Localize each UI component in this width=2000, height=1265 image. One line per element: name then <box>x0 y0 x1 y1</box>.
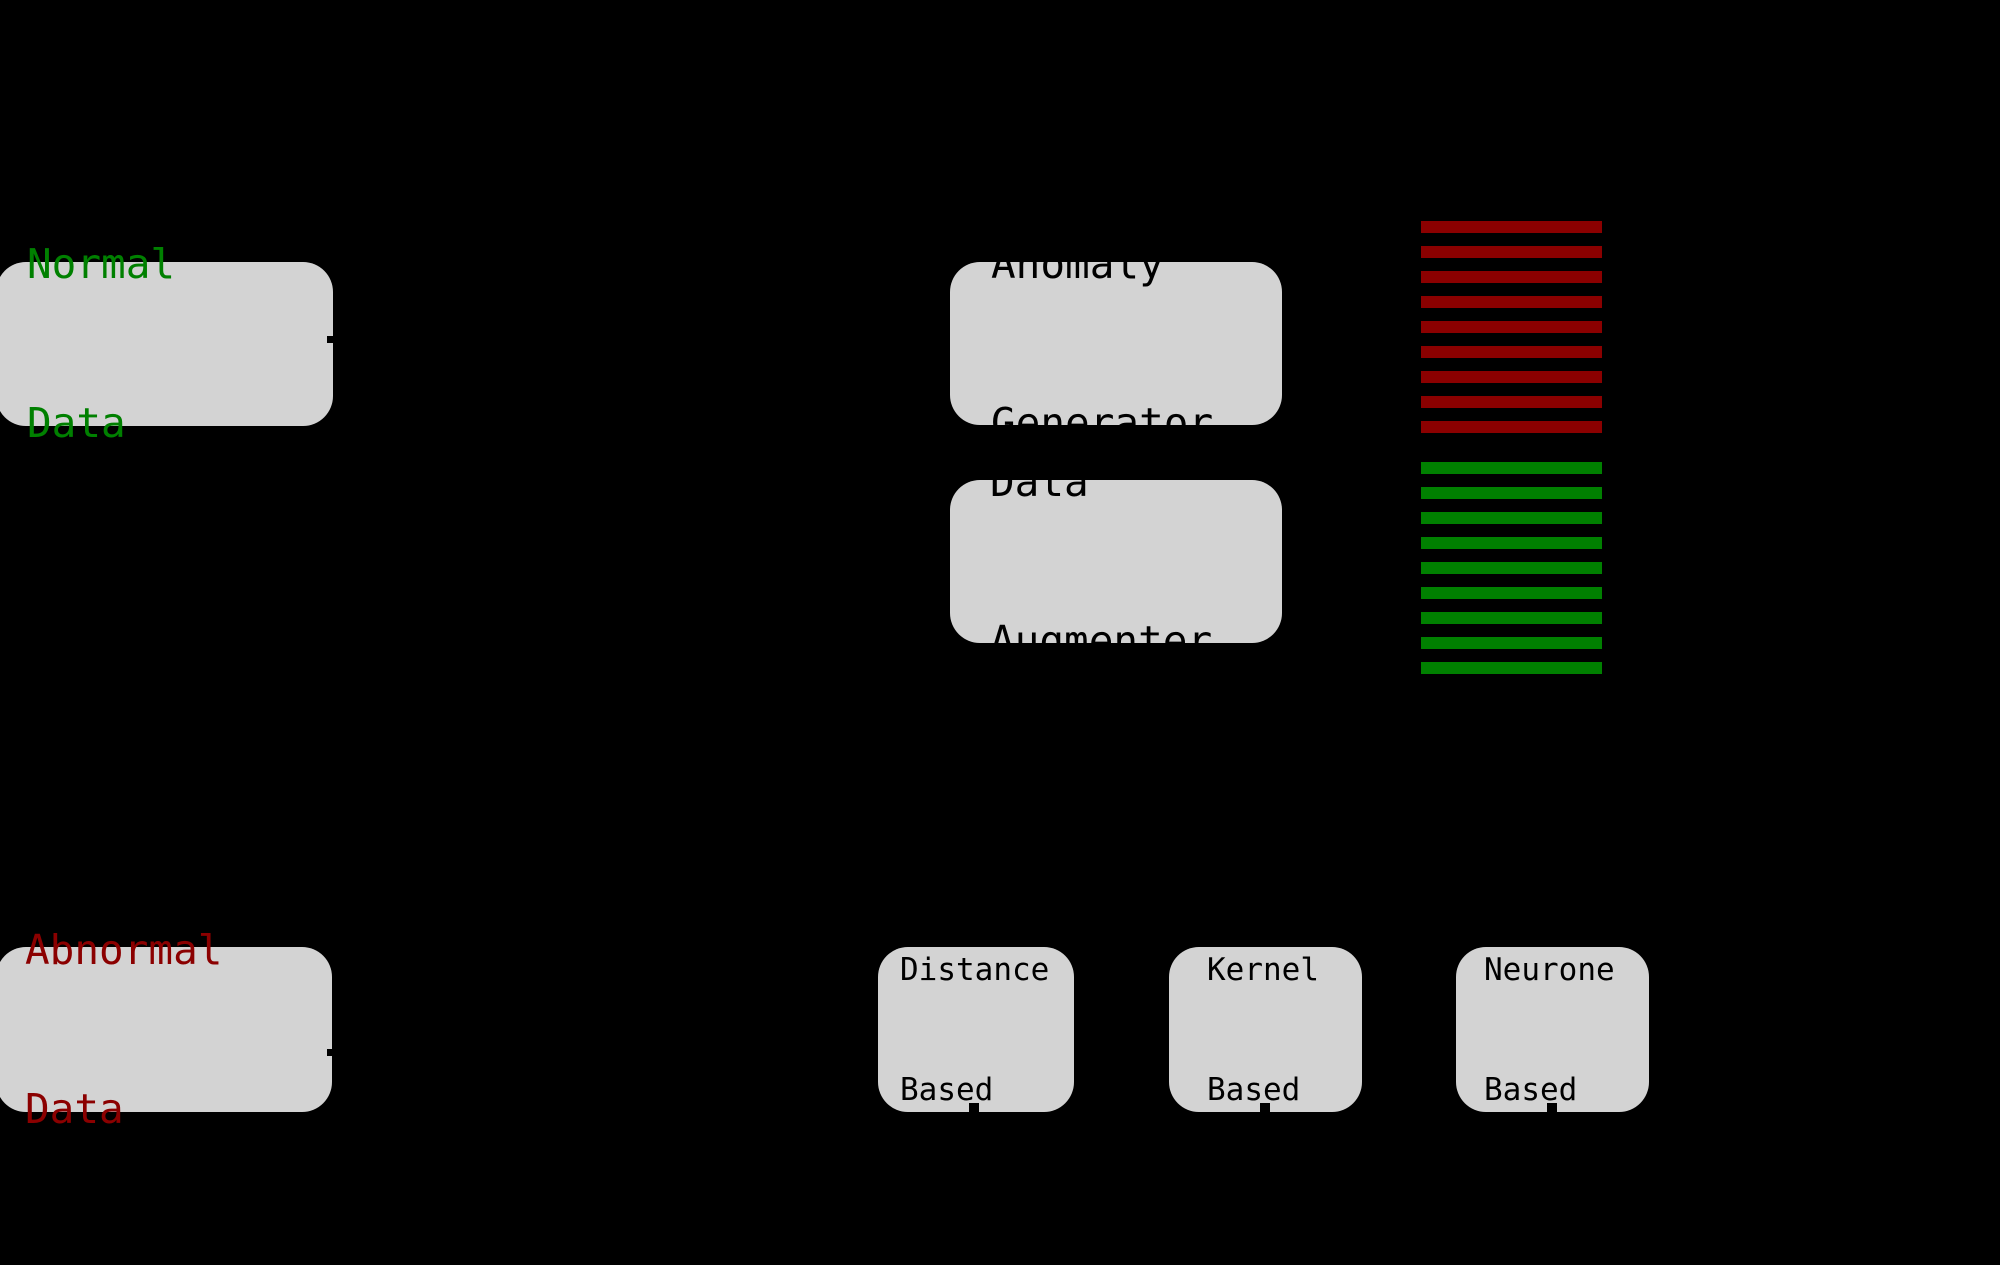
neurone-based-box: Neurone Based <box>1456 947 1649 1112</box>
green-data-stripe <box>1421 562 1602 574</box>
label-line: Based <box>1484 1071 1578 1108</box>
label-line: Generator <box>991 398 1214 447</box>
label-line: Based <box>900 1071 994 1108</box>
green-data-stripe <box>1421 637 1602 649</box>
arrow-stub <box>1547 1103 1557 1112</box>
arrow-stub <box>327 336 334 343</box>
distance-based-label: Distance Based <box>878 870 1049 1190</box>
label-line: Based <box>1207 1071 1301 1108</box>
red-data-stripe <box>1421 396 1602 408</box>
normal-data-box: Normal Data <box>0 240 333 447</box>
green-data-stripe <box>1421 537 1602 549</box>
distance-based-box: Distance Based <box>878 947 1074 1112</box>
arrow-stub <box>1260 1103 1270 1112</box>
normal-data-label: Normal Data <box>0 132 175 556</box>
abnormal-data-box: Abnormal Data <box>0 926 332 1133</box>
red-data-stripe <box>1421 371 1602 383</box>
red-data-stripe <box>1421 346 1602 358</box>
arrow-stub <box>327 1049 334 1056</box>
abnormal-data-label: Abnormal Data <box>0 818 222 1242</box>
kernel-based-label: Kernel Based <box>1169 870 1319 1190</box>
red-data-stripe <box>1421 296 1602 308</box>
red-data-stripe <box>1421 421 1602 433</box>
label-line: Neurone <box>1484 951 1615 988</box>
red-data-stripe <box>1421 246 1602 258</box>
data-augmenter-label: Data Augmenter <box>950 350 1212 774</box>
red-data-stripe <box>1421 321 1602 333</box>
label-line: Abnormal <box>25 925 223 974</box>
green-data-stripe <box>1421 587 1602 599</box>
kernel-based-box: Kernel Based <box>1169 947 1362 1112</box>
label-line: Data <box>990 457 1089 506</box>
data-augmenter-box: Data Augmenter <box>950 458 1282 665</box>
arrow-stub <box>969 1103 979 1112</box>
normal-augmented-data-stripes <box>1421 462 1602 674</box>
label-line: Data <box>25 1084 124 1133</box>
label-line: Data <box>27 399 126 447</box>
red-data-stripe <box>1421 271 1602 283</box>
label-line: Kernel <box>1207 951 1319 988</box>
red-data-stripe <box>1421 221 1602 233</box>
green-data-stripe <box>1421 612 1602 624</box>
green-data-stripe <box>1421 487 1602 499</box>
anomaly-generator-box: Anomaly Generator <box>950 240 1282 447</box>
label-line: Augmenter <box>990 616 1213 665</box>
neurone-based-label: Neurone Based <box>1456 870 1615 1190</box>
anomaly-generator-label: Anomaly Generator <box>950 132 1213 556</box>
label-line: Normal <box>27 240 176 288</box>
green-data-stripe <box>1421 512 1602 524</box>
abnormal-generated-data-stripes <box>1421 221 1602 433</box>
label-line: Anomaly <box>991 239 1164 288</box>
green-data-stripe <box>1421 462 1602 474</box>
label-line: Distance <box>900 951 1050 988</box>
green-data-stripe <box>1421 662 1602 674</box>
